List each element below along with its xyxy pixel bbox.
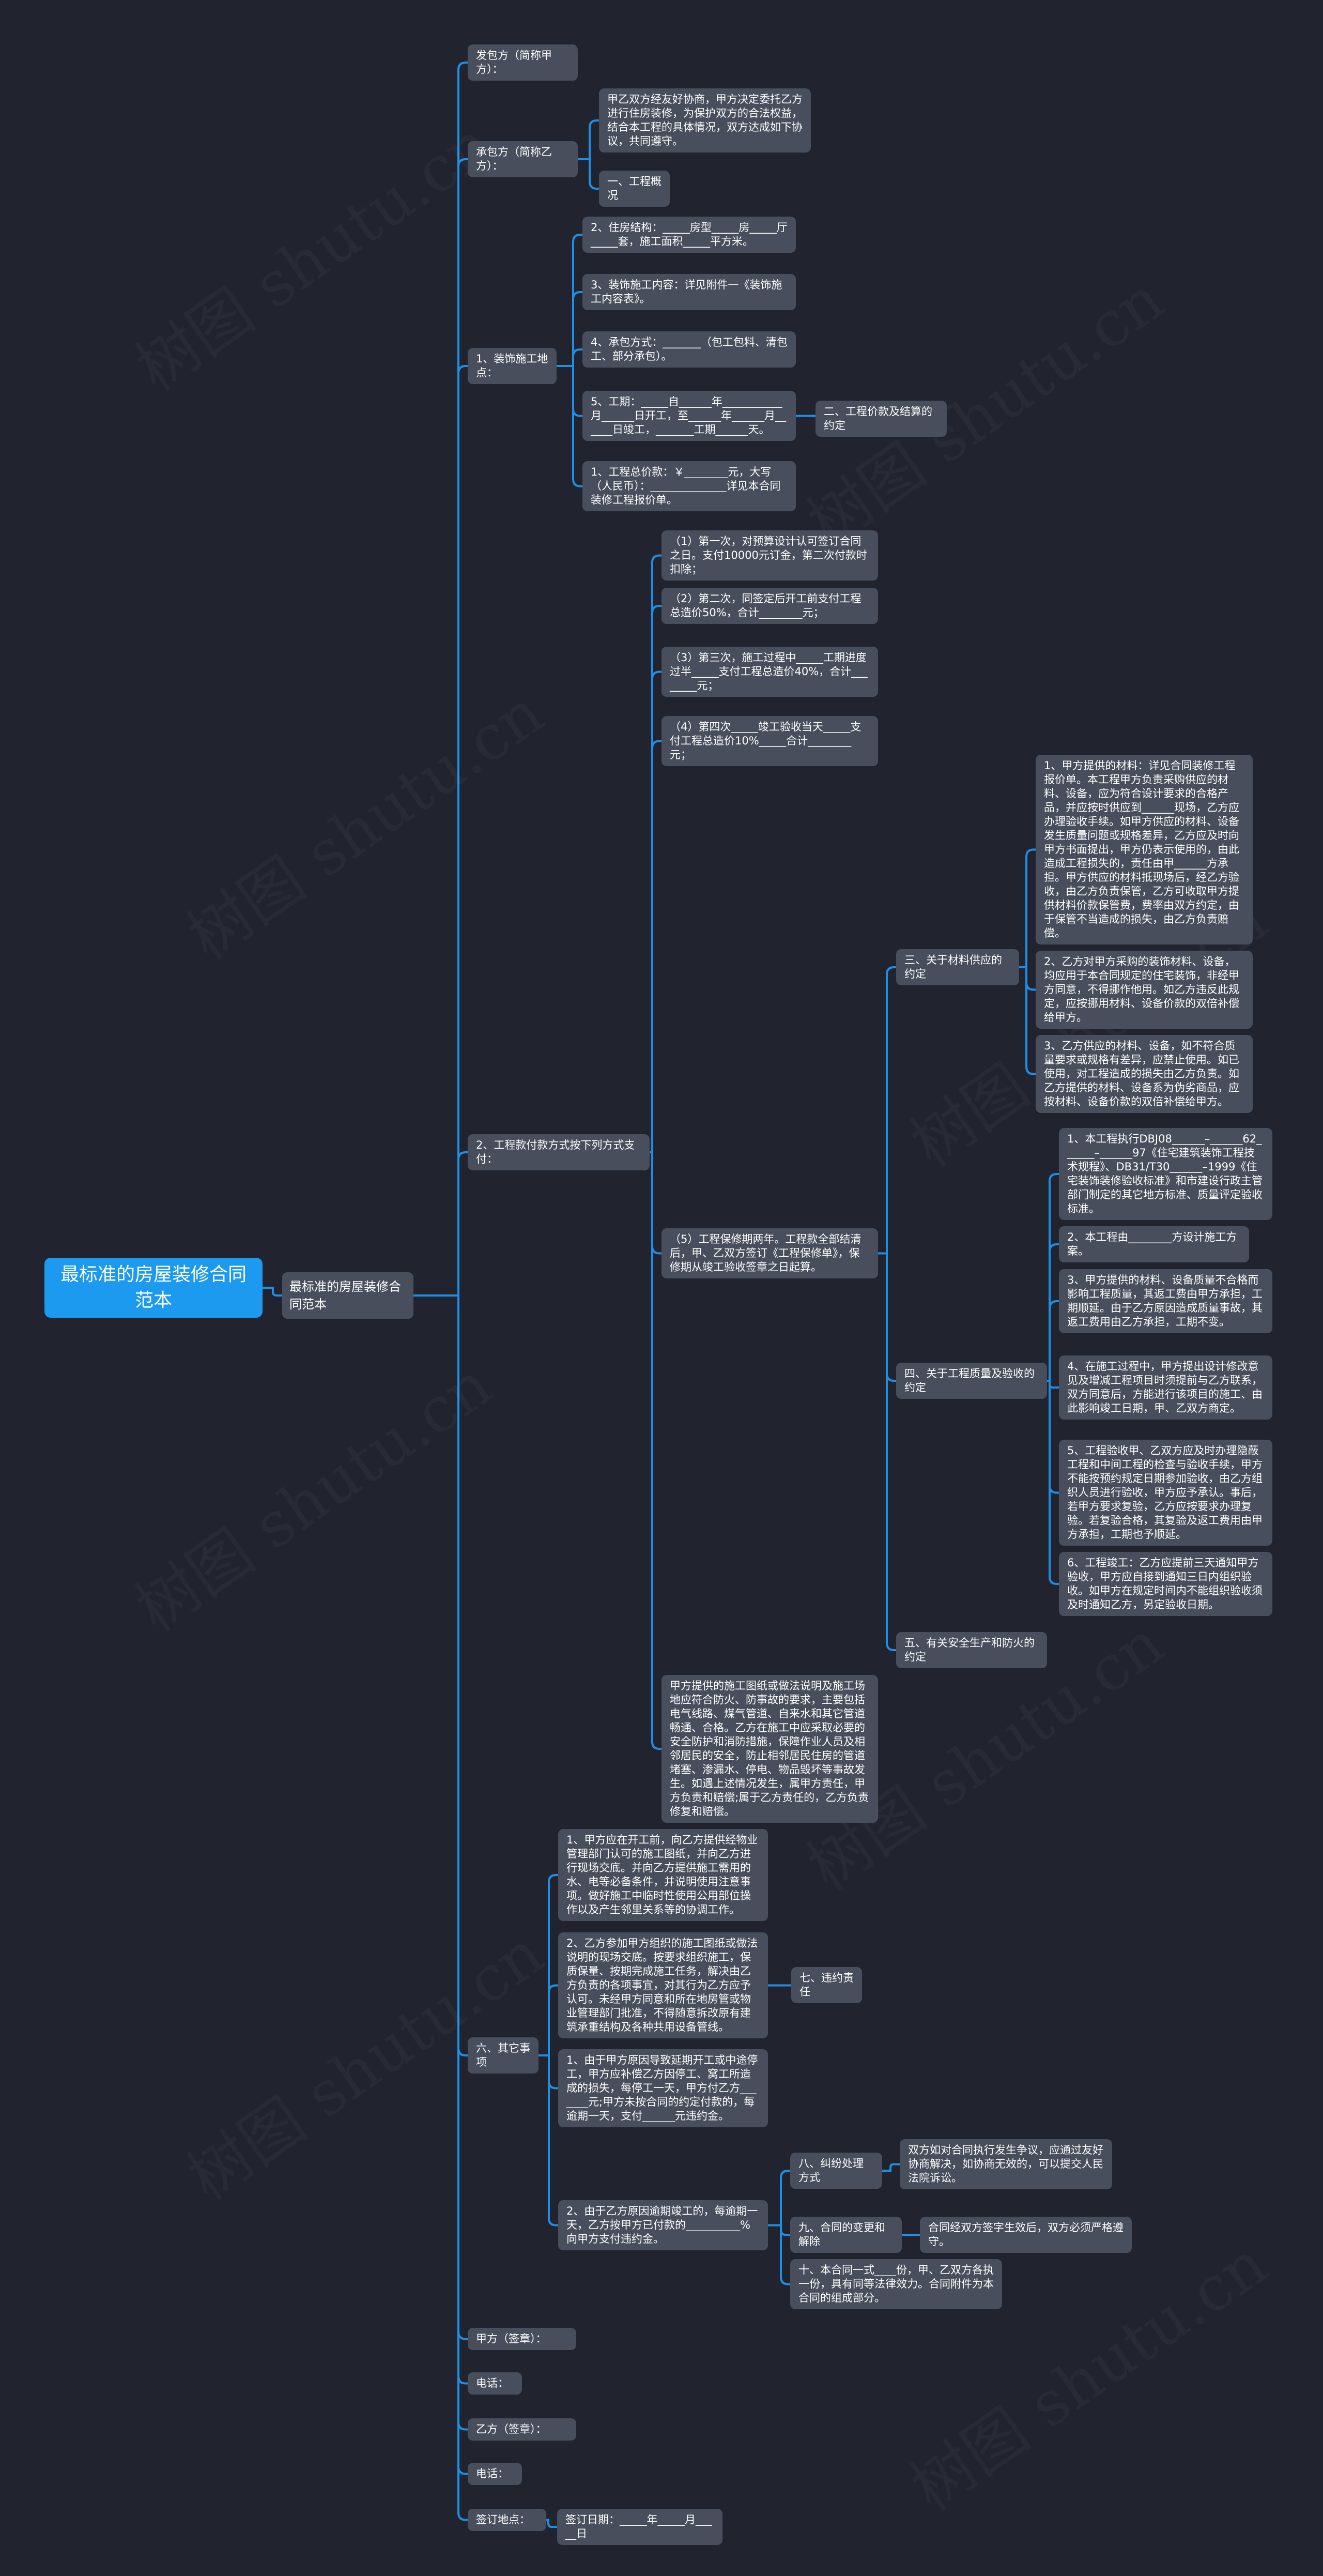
payment-item-node[interactable]: （1）第一次，对预算设计认可签订合同之日。支付10000元订金，第二次付款时扣除… xyxy=(662,530,878,581)
change-node[interactable]: 合同经双方签字生效后，双方必须严格遵守。 xyxy=(920,2217,1132,2253)
watermark: 树图 shutu.cn xyxy=(167,665,558,977)
connector-line xyxy=(557,234,582,367)
connector-line xyxy=(413,62,468,1297)
connector-line xyxy=(539,1984,558,2056)
other-item-node[interactable]: 2、乙方参加甲方组织的施工图纸或做法说明的现场交底。按要求组织施工，保质保量、按… xyxy=(558,1932,768,2038)
quality-item-node[interactable]: 1、本工程执行DBJ08______–______62______–______… xyxy=(1059,1128,1272,1220)
other-item-node[interactable]: 1、甲方应在开工前，向乙方提供经物业管理部门认可的施工图纸，并向乙方进行现场交底… xyxy=(558,1829,768,1921)
quality-item-node[interactable]: 2、本工程由________方设计施工方案。 xyxy=(1059,1226,1249,1262)
warranty-node[interactable]: （5）工程保修期两年。工程款全部结清后，甲、乙双方签订《工程保修单》，保修期从竣… xyxy=(662,1228,878,1278)
party-b-node[interactable]: 承包方（简称乙方）： xyxy=(468,141,578,177)
other-item-node[interactable]: 2、由于乙方原因逾期竣工的，每逾期一天，乙方按甲方已付款的__________%… xyxy=(558,2200,768,2250)
construction-site-node[interactable]: 1、装饰施工地点： xyxy=(468,348,557,384)
payment-item-node[interactable]: （4）第四次_____竣工验收当天_____支付工程总造价10%_____合计_… xyxy=(662,716,878,766)
connector-line xyxy=(650,740,662,1153)
quality-item-node[interactable]: 6、工程竣工：乙方应提前三天通知甲方验收，甲方应自接到通知三日内组织验收。如甲方… xyxy=(1059,1552,1272,1616)
connector-line xyxy=(413,1294,468,2385)
site-item-node[interactable]: 1、工程总价款：￥________元，大写（人民币）：_____________… xyxy=(582,461,796,511)
connector-line xyxy=(557,348,582,367)
fire-safety-text-node[interactable]: 甲方提供的施工图纸或做法说明及施工场地应符合防火、防事故的要求，主要包括电气线路… xyxy=(662,1675,878,1823)
section-10-node[interactable]: 十、本合同一式____份，甲、乙双方各执一份，具有同等法律效力。合同附件为本合同… xyxy=(790,2259,1002,2309)
connector-line xyxy=(650,1151,662,1750)
party-b-phone-node[interactable]: 电话： xyxy=(468,2463,522,2485)
section-9-node[interactable]: 九、合同的变更和解除 xyxy=(790,2217,902,2253)
connector-line xyxy=(768,2224,790,2236)
connector-line xyxy=(882,2163,900,2172)
connector-line xyxy=(413,158,468,1297)
connector-line xyxy=(539,2054,558,2227)
party-a-signature-node[interactable]: 甲方（签章）： xyxy=(468,2328,576,2350)
main-topic[interactable]: 最标准的房屋装修合同范本 xyxy=(282,1272,413,1319)
root-topic-label: 最标准的房屋装修合同范本 xyxy=(60,1264,247,1311)
connector-line xyxy=(1047,1300,1059,1382)
connector-line xyxy=(878,1252,896,1651)
section-7-node[interactable]: 七、违约责任 xyxy=(791,1967,862,2003)
quality-item-node[interactable]: 3、甲方提供的材料、设备质量不合格而影响工程质量，其返工费由甲方承担，工期顺延。… xyxy=(1059,1269,1272,1333)
connector-line xyxy=(768,2170,790,2227)
connector-line xyxy=(878,1252,896,1382)
intro-node[interactable]: 甲乙双方经友好协商，甲方决定委托乙方进行住房装修，为保护双方的合法权益，结合本工… xyxy=(599,88,811,153)
connector-line xyxy=(413,1294,468,2475)
watermark: 树图 shutu.cn xyxy=(115,96,506,408)
watermark: 树图 shutu.cn xyxy=(115,1337,506,1649)
connector-line xyxy=(1047,1380,1059,1494)
connector-line xyxy=(539,1874,558,2056)
other-item-node[interactable]: 1、由于甲方原因导致延期开工或中途停工，甲方应补偿乙方因停工、窝工所造成的损失，… xyxy=(558,2049,768,2127)
connector-line xyxy=(1047,1380,1059,1585)
connector-line xyxy=(557,365,582,487)
sign-place-node[interactable]: 签订地点： xyxy=(468,2509,546,2531)
material-item-node[interactable]: 1、甲方提供的材料：详见合同装修工程报价单。本工程甲方负责采购供应的材料、设备，… xyxy=(1036,755,1253,944)
site-item-node[interactable]: 3、装饰施工内容：详见附件一《装饰施工内容表》。 xyxy=(582,274,796,310)
connector-line xyxy=(650,670,662,1153)
section-1-node[interactable]: 一、工程概况 xyxy=(599,171,670,207)
payment-item-node[interactable]: （3）第三次，施工过程中_____工期进度过半_____支付工程总造价40%，合… xyxy=(662,647,878,697)
connector-line xyxy=(878,966,896,1255)
other-matters-node[interactable]: 六、其它事项 xyxy=(468,2037,539,2074)
section-5-node[interactable]: 五、有关安全生产和防火的约定 xyxy=(896,1632,1047,1668)
connector-line xyxy=(413,1294,468,2340)
connector-line xyxy=(546,2519,557,2528)
connector-line xyxy=(539,2054,558,2090)
connector-line xyxy=(768,2224,790,2285)
connector-line xyxy=(578,119,599,160)
party-a-phone-node[interactable]: 电话： xyxy=(468,2372,522,2395)
connector-line xyxy=(413,365,468,1297)
connector-line xyxy=(650,1151,662,1255)
connector-line xyxy=(557,365,582,417)
material-item-node[interactable]: 2、乙方对甲方采购的装饰材料、设备，均应用于本合同规定的住宅装饰，非经甲方同意，… xyxy=(1036,951,1253,1029)
section-3-node[interactable]: 三、关于材料供应的约定 xyxy=(896,949,1019,985)
material-item-node[interactable]: 3、乙方供应的材料、设备，如不符合质量要求或规格有差异，应禁止使用。如已使用，对… xyxy=(1036,1035,1253,1113)
connector-line xyxy=(1047,1173,1059,1382)
section-2-node[interactable]: 二、工程价款及结算的约定 xyxy=(816,401,947,437)
party-b-signature-node[interactable]: 乙方（签章）： xyxy=(468,2418,576,2441)
section-8-node[interactable]: 八、纠纷处理方式 xyxy=(790,2153,882,2189)
sign-date-node[interactable]: 签订日期：_____年_____月_____日 xyxy=(557,2509,722,2545)
connector-line xyxy=(1047,1243,1059,1382)
connector-line xyxy=(1019,966,1036,1075)
connector-line xyxy=(263,1287,282,1297)
connector-line xyxy=(1047,1380,1059,1389)
site-item-node[interactable]: 5、工期：_____自______年___________月______日开工，… xyxy=(582,391,796,441)
connector-line xyxy=(557,291,582,367)
site-item-node[interactable]: 2、住房结构：_____房型_____房_____厅_____套，施工面积___… xyxy=(582,217,796,253)
connector-line xyxy=(413,1294,468,2056)
connector-line xyxy=(413,1151,468,1297)
quality-item-node[interactable]: 4、在施工过程中，甲方提出设计修改意见及增减工程项目时须提前与乙方联系，双方同意… xyxy=(1059,1355,1272,1420)
connector-line xyxy=(578,158,599,190)
quality-item-node[interactable]: 5、工程验收甲、乙双方应及时办理隐蔽工程和中间工程的检查与验收手续，甲方不能按预… xyxy=(1059,1440,1272,1546)
root-topic[interactable]: 最标准的房屋装修合同范本 xyxy=(44,1258,263,1318)
connector-line xyxy=(650,554,662,1153)
payment-method-node[interactable]: 2、工程款付款方式按下列方式支付： xyxy=(468,1134,650,1170)
connector-line xyxy=(1019,848,1036,968)
connector-line xyxy=(413,1294,468,2431)
site-item-node[interactable]: 4、承包方式：_______（包工包料、清包工、部分承包）。 xyxy=(582,331,796,368)
section-4-node[interactable]: 四、关于工程质量及验收的约定 xyxy=(896,1363,1047,1399)
connector-line xyxy=(413,1294,468,2521)
payment-item-node[interactable]: （2）第二次，同签定后开工前支付工程总造价50%，合计________元； xyxy=(662,588,878,624)
party-a-node[interactable]: 发包方（简称甲方）： xyxy=(468,44,578,81)
connector-line xyxy=(650,605,662,1153)
dispute-node[interactable]: 双方如对合同执行发生争议，应通过友好协商解决，如协商无效的，可以提交人民法院诉讼… xyxy=(900,2139,1112,2189)
connector-line xyxy=(1019,966,1036,991)
